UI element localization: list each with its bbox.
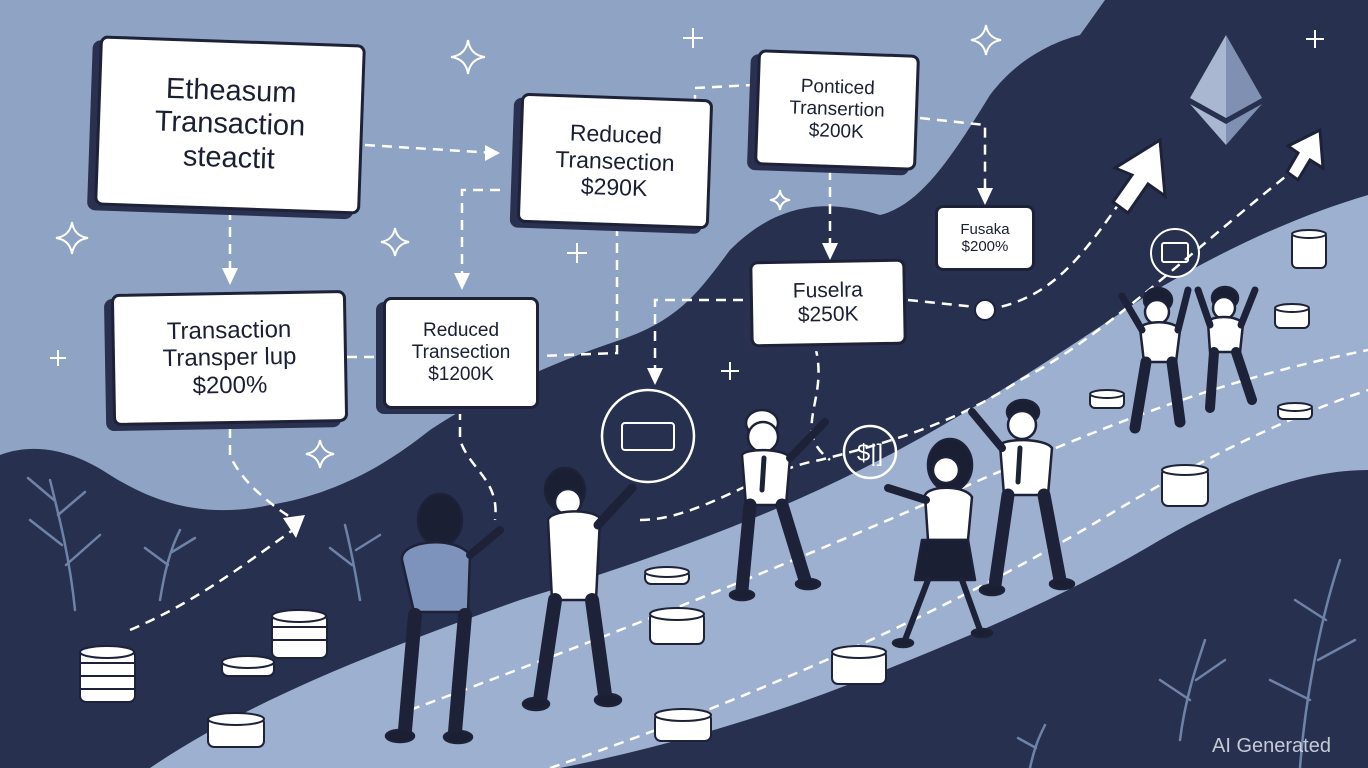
- dark-hill-front: [980, 610, 1368, 768]
- up-arrow-icon: [1110, 127, 1325, 216]
- sparkle-icon: [50, 24, 1324, 469]
- coin-stack-icon: [1277, 402, 1313, 420]
- flow-card-reduced-290k: Reduced Transection $290K: [516, 92, 714, 230]
- flow-card-fuselra: Fuselra $250K: [749, 258, 907, 348]
- coin-stacks: [79, 229, 1327, 748]
- card-line: $290K: [580, 173, 648, 202]
- person-5: [968, 398, 1076, 597]
- person-1: [384, 492, 504, 745]
- card-line: $200%: [961, 238, 1009, 255]
- card-line: Transection: [554, 145, 676, 176]
- people: [384, 285, 1259, 745]
- card-line: Fusaka: [960, 220, 1010, 238]
- leaf-icon: [26, 476, 1357, 768]
- ethereum-logo-icon: [1190, 35, 1262, 145]
- coin-stack-icon: [649, 607, 705, 645]
- dollar-bubble-label: $|]: [857, 440, 883, 467]
- card-line: Etheasum: [165, 72, 297, 110]
- person-4: [884, 437, 994, 649]
- card-line: Fuselra: [792, 278, 863, 303]
- card-line: $200K: [808, 119, 865, 143]
- coin-stack-icon: [1161, 464, 1209, 507]
- coin-stack-icon: [1274, 303, 1310, 329]
- card-line: $1200K: [428, 363, 494, 385]
- coin-stack-icon: [207, 712, 265, 748]
- ai-generated-watermark: AI Generated: [1212, 735, 1331, 757]
- flow-card-ponticed: Ponticed Transertion $200K: [754, 49, 920, 171]
- card-line: Transaction: [154, 105, 306, 143]
- coin-stack-icon: [79, 645, 136, 703]
- card-line: $250K: [797, 302, 859, 327]
- flow-card-transaction-transper: Transaction Transper lup $200%: [110, 289, 349, 427]
- coin-stack-icon: [1291, 229, 1327, 269]
- coin-stack-icon: [221, 655, 275, 677]
- card-line: Ponticed: [800, 75, 876, 100]
- card-line: Transection: [411, 342, 511, 364]
- coin-stack-icon: [644, 566, 690, 585]
- coin-stack-icon: [271, 609, 328, 659]
- card-line: Transaction: [166, 315, 292, 345]
- card-line: Reduced: [422, 320, 500, 342]
- flow-card-fusaka: Fusaka $200%: [935, 205, 1035, 271]
- light-path: [150, 195, 1368, 768]
- coin-stack-icon: [831, 645, 887, 685]
- card-line: Transper lup: [162, 343, 297, 373]
- person-7: [1194, 285, 1259, 413]
- coin-stack-icon: [1089, 389, 1125, 409]
- coin-stack-icon: [654, 708, 712, 742]
- bill-bubble-icon: [600, 228, 1200, 484]
- person-6: [1118, 286, 1192, 434]
- card-line: steactit: [182, 140, 276, 176]
- dollar-bubble-icon: $|]: [842, 424, 898, 480]
- arrowheads: [222, 145, 996, 538]
- flow-card-etheasum: Etheasum Transaction steactit: [94, 35, 366, 215]
- card-line: $200%: [192, 371, 268, 400]
- card-line: Transertion: [788, 97, 886, 122]
- card-line: Reduced: [569, 119, 663, 149]
- person-3: [728, 408, 829, 602]
- flow-card-reduced-1200k: Reduced Transection $1200K: [383, 297, 539, 409]
- person-2: [521, 466, 637, 712]
